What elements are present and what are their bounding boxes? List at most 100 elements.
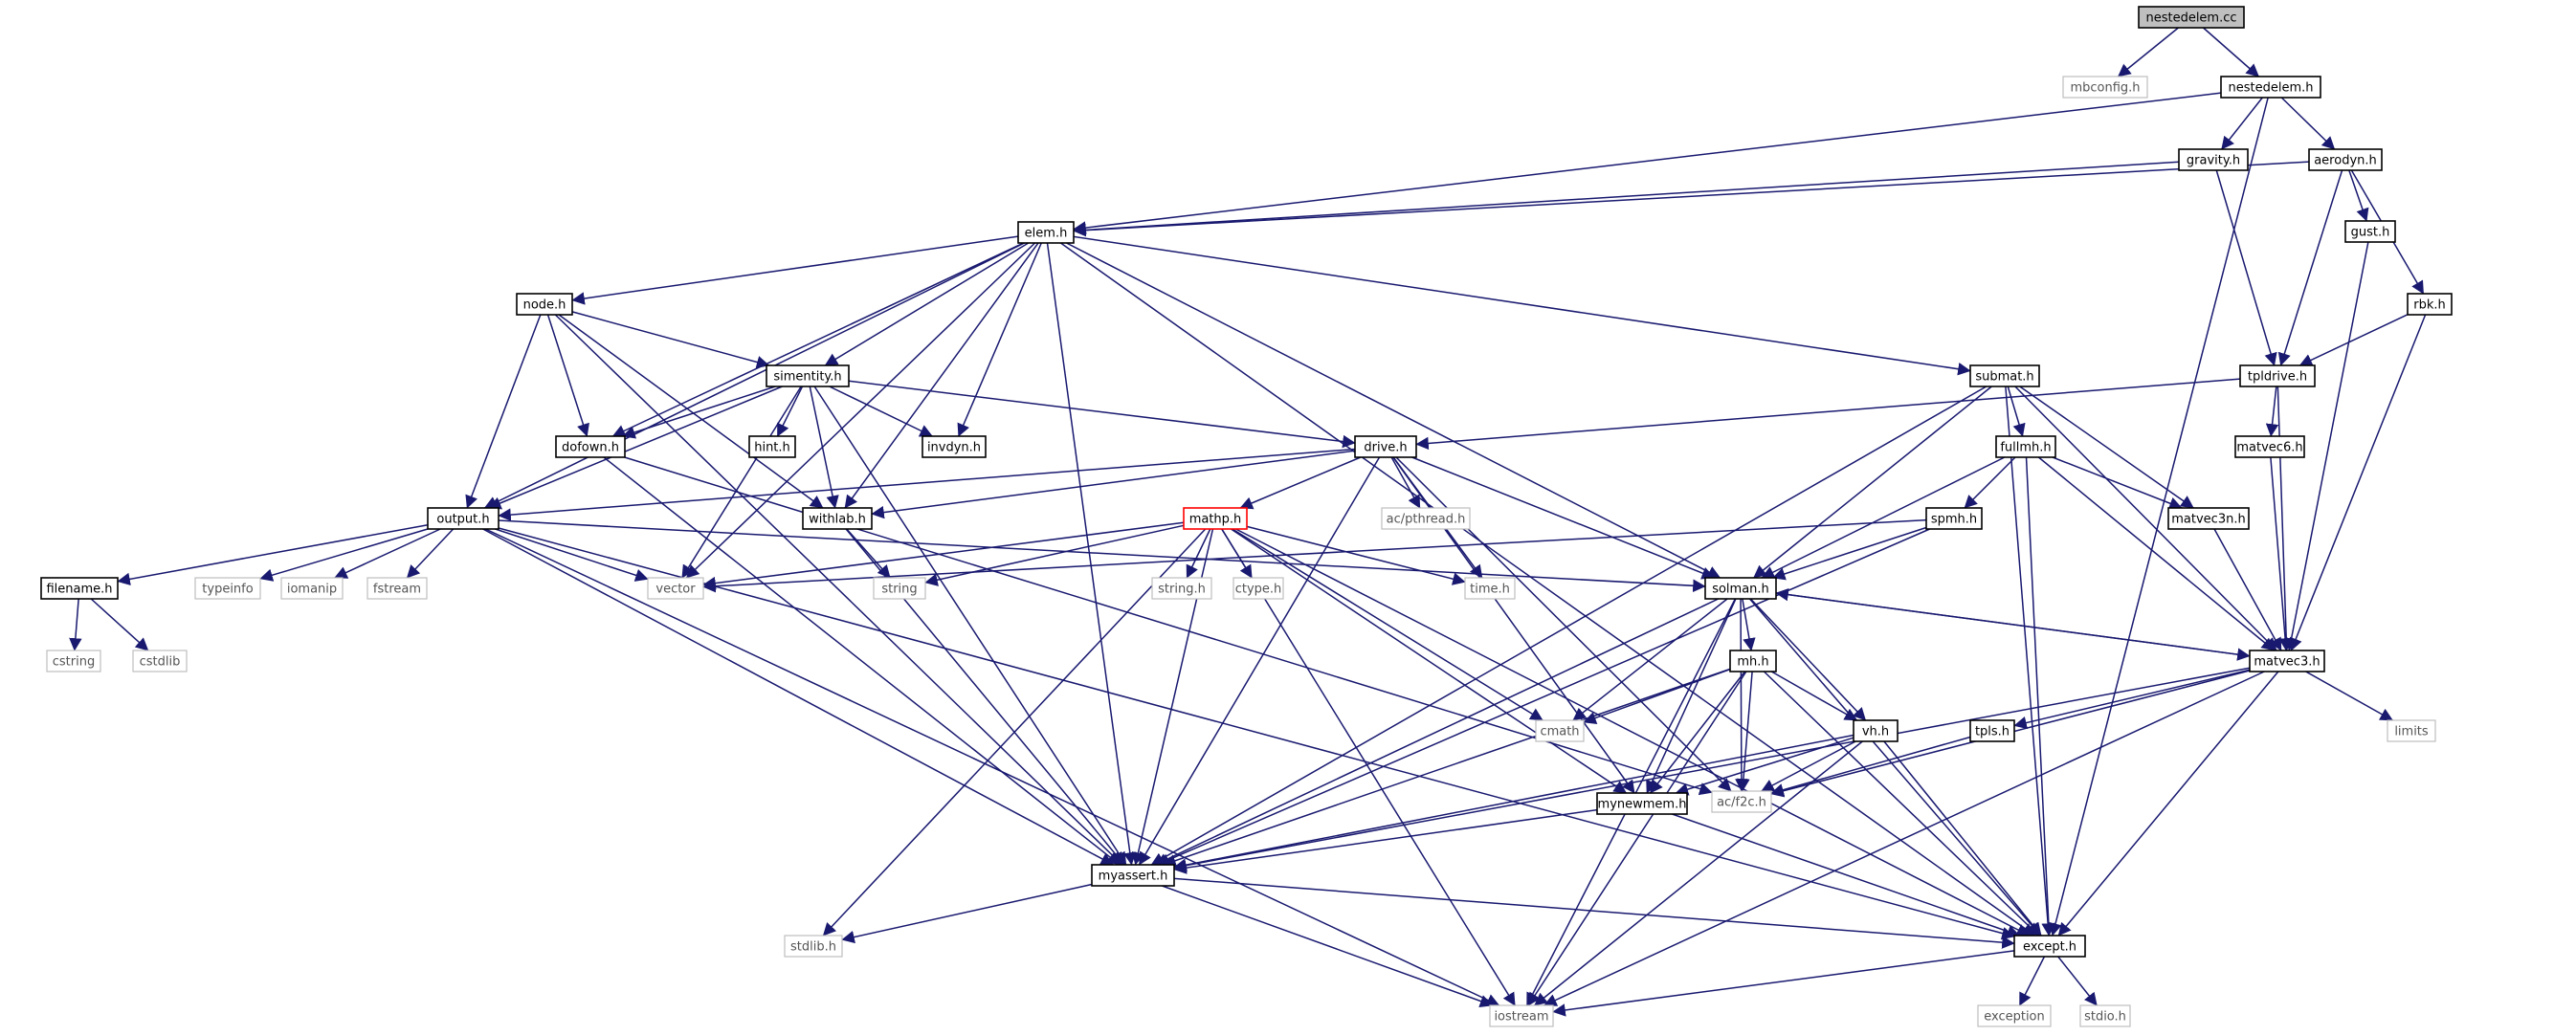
node-box <box>1995 435 2056 458</box>
node-stdio: stdio.h <box>2079 1004 2131 1027</box>
edge-spmh-to-myassert <box>1156 528 1930 867</box>
edge-matvec3-to-iostream <box>1543 671 2265 1006</box>
edge-nestedelem_h-to-elem <box>1073 92 2222 234</box>
edge-fullmh-to-spmh <box>1964 456 2016 509</box>
node-nestedelem_cc[interactable]: nestedelem.cc <box>2138 6 2245 29</box>
node-tpls[interactable]: tpls.h <box>1969 719 2015 742</box>
edge-elem-to-myassert <box>1046 242 1137 866</box>
node-label: typeinfo <box>202 583 253 597</box>
node-box <box>2249 650 2325 672</box>
node-label: withlab.h <box>809 513 866 527</box>
node-box <box>2308 148 2383 171</box>
node-gust[interactable]: gust.h <box>2344 220 2396 243</box>
edge-simentity-to-vector <box>681 386 802 579</box>
node-limits: limits <box>2387 719 2436 742</box>
node-gravity[interactable]: gravity.h <box>2178 148 2249 171</box>
node-label: matvec3n.h <box>2171 513 2245 527</box>
edge-solman-to-f2c <box>1735 598 1748 792</box>
node-cstdlib: cstdlib <box>132 650 188 672</box>
edge-matvec3-to-myassert <box>1173 667 2251 872</box>
node-mathp[interactable]: mathp.h <box>1183 507 1248 530</box>
node-dofown[interactable]: dofown.h <box>555 435 626 458</box>
node-box <box>46 650 101 672</box>
node-time: time.h <box>1464 577 1516 600</box>
node-simentity[interactable]: simentity.h <box>766 364 850 387</box>
edge-elem-to-solman <box>1066 242 1721 579</box>
node-nestedelem_h[interactable]: nestedelem.h <box>2220 76 2321 99</box>
node-elem[interactable]: elem.h <box>1017 221 1075 244</box>
node-matvec6[interactable]: matvec6.h <box>2234 435 2305 458</box>
node-label: mh.h <box>1737 655 1768 670</box>
edge-aerodyn-to-tpldrive <box>2277 169 2343 366</box>
node-filename[interactable]: filename.h <box>40 577 119 600</box>
node-matvec3n[interactable]: matvec3n.h <box>2167 507 2250 530</box>
node-box <box>2407 293 2453 316</box>
node-cmath: cmath <box>1535 719 1585 742</box>
edge-matvec3n-to-matvec3 <box>2213 528 2282 651</box>
edge-filename-to-cstdlib <box>90 598 149 651</box>
edge-fullmh-to-except <box>2025 456 2055 937</box>
edge-fullmh-to-matvec3n <box>2052 456 2183 510</box>
node-label: mynewmem.h <box>1598 798 1687 812</box>
node-mynewmem[interactable]: mynewmem.h <box>1596 792 1688 815</box>
node-matvec3[interactable]: matvec3.h <box>2249 650 2325 672</box>
node-invdyn[interactable]: invdyn.h <box>922 435 987 458</box>
edge-output-to-except <box>498 527 2015 940</box>
node-output[interactable]: output.h <box>427 507 500 530</box>
node-box <box>132 650 188 672</box>
node-label: rbk.h <box>2413 298 2446 313</box>
node-node[interactable]: node.h <box>516 293 573 316</box>
node-label: cstring <box>53 655 95 670</box>
edge-aerodyn-to-elem <box>1073 161 2310 237</box>
node-myassert[interactable]: myassert.h <box>1091 864 1175 887</box>
edge-node-to-simentity <box>571 311 770 369</box>
node-submat[interactable]: submat.h <box>1969 364 2040 387</box>
edge-fullmh-to-solman <box>1761 456 2006 579</box>
node-solman[interactable]: solman.h <box>1704 577 1777 600</box>
edge-output-to-vector <box>495 528 649 582</box>
edge-simentity-to-myassert <box>813 386 1127 866</box>
node-label: limits <box>2394 725 2429 739</box>
node-label: filename.h <box>46 583 112 597</box>
node-drive[interactable]: drive.h <box>1354 435 1417 458</box>
edge-vh-to-iostream <box>1534 740 1863 1006</box>
node-rbk[interactable]: rbk.h <box>2407 293 2453 316</box>
node-label: vh.h <box>1862 725 1889 739</box>
edge-matvec3-to-limits <box>2305 671 2393 721</box>
edge-rbk-to-matvec3 <box>2289 314 2427 651</box>
node-box <box>280 577 344 600</box>
edge-except-to-exception <box>2018 956 2046 1006</box>
edge-output-to-iomanip <box>334 528 441 579</box>
node-mh[interactable]: mh.h <box>1729 650 1777 672</box>
edge-simentity-to-invdyn <box>829 386 933 437</box>
node-box <box>1535 719 1585 742</box>
node-box <box>2344 220 2396 243</box>
node-label: stdio.h <box>2084 1010 2126 1025</box>
node-box <box>2138 6 2245 29</box>
node-spmh[interactable]: spmh.h <box>1925 507 1983 530</box>
edge-solman-to-except <box>1748 598 2042 937</box>
node-label: elem.h <box>1025 227 1068 241</box>
edge-spmh-to-vector <box>702 518 1927 593</box>
node-label: gravity.h <box>2187 154 2240 168</box>
edge-node-to-dofown <box>546 314 589 437</box>
node-fullmh[interactable]: fullmh.h <box>1995 435 2056 458</box>
edge-output-to-fstream <box>406 528 455 579</box>
edge-mh-to-except <box>1763 671 2040 937</box>
node-box <box>802 507 873 530</box>
node-box <box>1091 864 1175 887</box>
node-vh[interactable]: vh.h <box>1853 719 1899 742</box>
node-label: myassert.h <box>1099 870 1168 884</box>
node-withlab[interactable]: withlab.h <box>802 507 873 530</box>
node-label: fstream <box>373 583 421 597</box>
node-tpldrive[interactable]: tpldrive.h <box>2239 364 2316 387</box>
edge-tpls-to-f2c <box>1770 736 1971 797</box>
edge-matvec6-to-matvec3 <box>2270 456 2292 651</box>
node-except[interactable]: except.h <box>2013 935 2086 958</box>
node-hint[interactable]: hint.h <box>748 435 796 458</box>
node-aerodyn[interactable]: aerodyn.h <box>2308 148 2383 171</box>
edge-mynewmem-to-except <box>1672 813 2021 938</box>
edge-submat-to-myassert <box>1150 386 1988 866</box>
edge-drive-to-mathp <box>1239 456 1362 510</box>
